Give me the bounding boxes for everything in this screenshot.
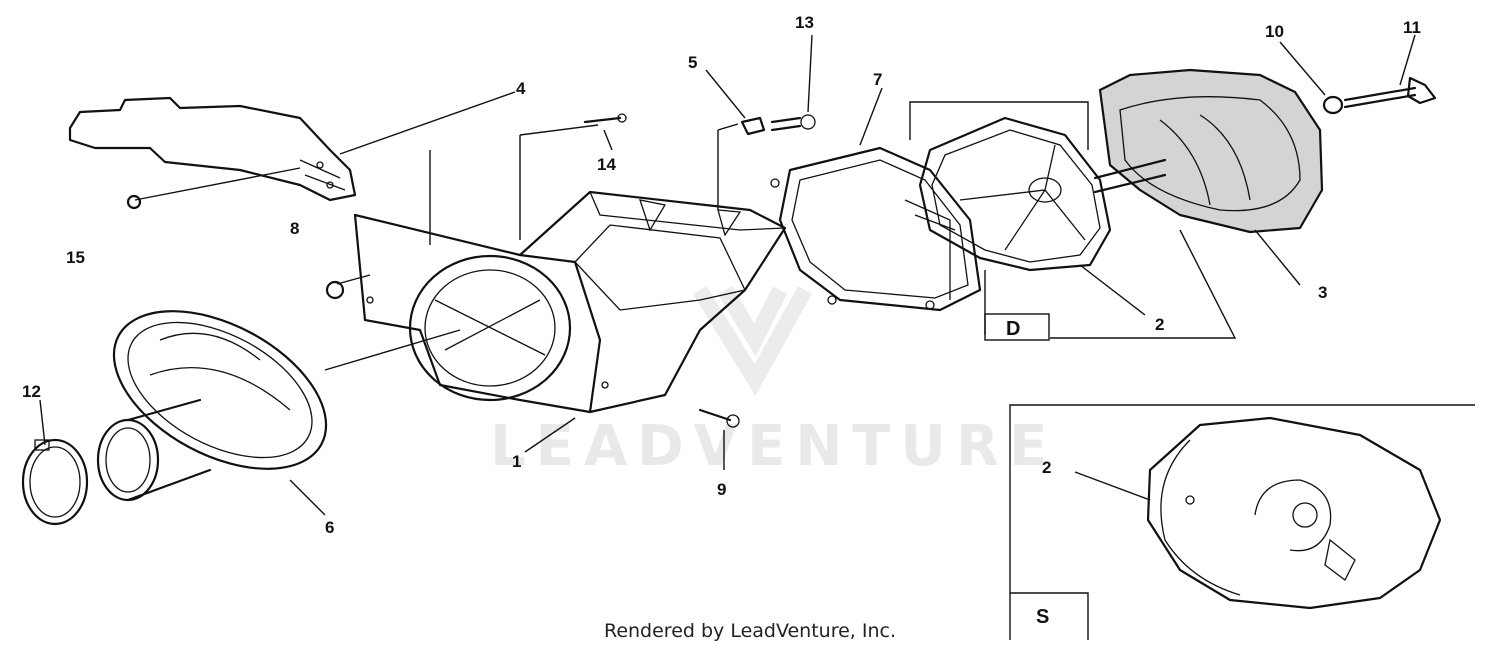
part-8-nut	[325, 280, 345, 300]
inset-callout-2: 2	[1042, 458, 1051, 477]
service-label-s: S	[1036, 606, 1049, 628]
callout-12: 12	[22, 382, 41, 401]
callout-6: 6	[325, 518, 334, 537]
callout-15: 15	[66, 248, 85, 267]
callout-4: 4	[516, 79, 526, 98]
leader-lines	[39, 34, 1416, 516]
watermark-text: LEADVENTURE	[490, 414, 1057, 479]
callout-11: 11	[1403, 18, 1421, 37]
part-3-filter-element	[1093, 68, 1324, 234]
watermark-logo	[693, 285, 812, 396]
callout-numbers: 1 2 3 4 5 6 7 8 9 10 11 12 13 14 15 2	[22, 13, 1421, 537]
part-6-inlet-duct	[96, 310, 328, 502]
part-9-bolt	[698, 408, 740, 428]
part-10-washer	[1322, 95, 1344, 115]
part-1-blower-housing	[353, 190, 787, 414]
part-11-wing-bolt	[1343, 76, 1437, 109]
part-15-nut	[126, 194, 142, 210]
part-12-hose-clamp	[21, 438, 89, 526]
callout-9: 9	[717, 480, 726, 499]
callout-5: 5	[688, 53, 697, 72]
callout-7: 7	[873, 70, 882, 89]
part-5-nut	[740, 116, 766, 136]
part-4-baffle-plate	[68, 96, 357, 202]
callout-13: 13	[795, 13, 814, 32]
detail-box-d: D	[984, 313, 1050, 341]
part-2-filter-base	[918, 116, 1112, 272]
callout-2: 2	[1155, 315, 1164, 334]
callout-14: 14	[597, 155, 616, 174]
part-14-screw	[583, 113, 627, 124]
inset-service-part: S	[1009, 404, 1475, 640]
footer-credit: Rendered by LeadVenture, Inc.	[603, 620, 897, 642]
callout-3: 3	[1318, 283, 1327, 302]
callout-8: 8	[290, 219, 299, 238]
callout-10: 10	[1265, 22, 1284, 41]
callout-1: 1	[512, 452, 521, 471]
part-7-adapter-plate	[770, 146, 982, 312]
part-13-stud	[770, 114, 816, 132]
detail-label-d: D	[1006, 318, 1020, 340]
